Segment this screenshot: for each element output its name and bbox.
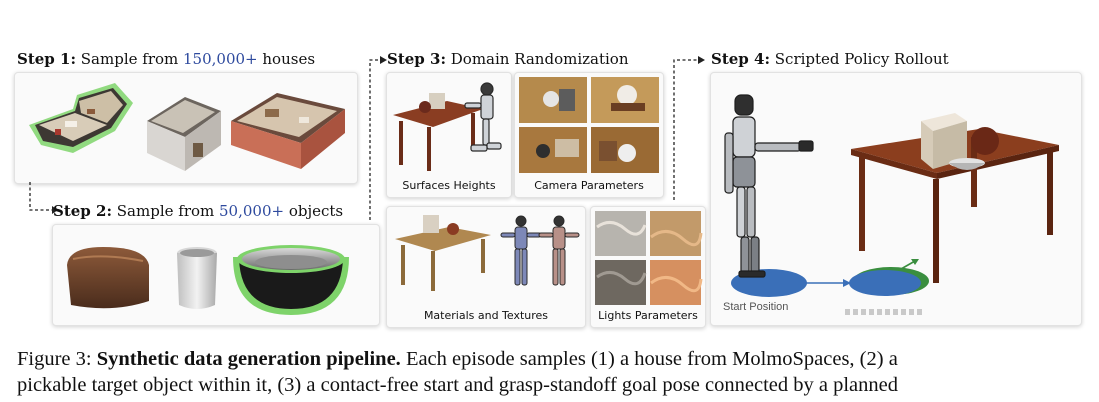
materials-illustration <box>395 215 580 291</box>
humanoid-robot <box>724 94 814 278</box>
step1-highlight: 150,000+ <box>183 50 258 68</box>
camera-grid-illustration <box>519 77 659 173</box>
step1-label: Step 1: <box>17 50 76 68</box>
step4-title: Step 4: Scripted Policy Rollout <box>711 50 949 68</box>
blurred-label <box>845 309 925 315</box>
step3-label: Step 3: <box>387 50 446 68</box>
caption-line1-rest: Each episode samples (1) a house from Mo… <box>400 348 898 370</box>
step2-highlight: 50,000+ <box>219 202 285 220</box>
rollout-panel: Start Position <box>710 72 1082 326</box>
table-scene <box>851 113 1059 283</box>
connector-1-2 <box>29 182 58 214</box>
caption-prefix: Figure 3: <box>17 348 97 370</box>
step2-suffix: objects <box>284 202 344 220</box>
step1-title: Step 1: Sample from 150,000+ houses <box>17 50 315 68</box>
figure-caption: Figure 3: Synthetic data generation pipe… <box>17 346 1099 398</box>
step2-label: Step 2: <box>53 202 112 220</box>
surfaces-caption: Surfaces Heights <box>402 179 496 192</box>
bowl-object-selected <box>233 245 349 315</box>
lights-caption: Lights Parameters <box>598 309 698 322</box>
house-two <box>147 97 221 171</box>
caption-line-1: Figure 3: Synthetic data generation pipe… <box>17 346 1099 372</box>
camera-caption: Camera Parameters <box>534 179 644 192</box>
connector-to-step3 <box>369 56 387 220</box>
step4-label: Step 4: <box>711 50 770 68</box>
step4-text: Scripted Policy Rollout <box>774 50 949 68</box>
caption-bold: Synthetic data generation pipeline. <box>96 348 401 370</box>
surfaces-illustration <box>393 82 502 171</box>
house-selected <box>29 83 133 153</box>
lights-grid-illustration <box>595 211 703 305</box>
surfaces-panel: Surfaces Heights <box>386 72 512 198</box>
goal-disc <box>849 270 921 296</box>
step2-text: Sample from <box>116 202 220 220</box>
lights-panel: Lights Parameters <box>590 206 706 328</box>
step3-title: Step 3: Domain Randomization <box>387 50 629 68</box>
start-position-label: Start Position <box>723 301 789 313</box>
houses-panel <box>14 72 358 184</box>
materials-caption: Materials and Textures <box>423 309 549 322</box>
step3-text: Domain Randomization <box>450 50 629 68</box>
mug-object <box>177 247 217 309</box>
caption-line-2: pickable target object within it, (3) a … <box>17 374 898 396</box>
materials-panel: Materials and Textures <box>386 206 586 328</box>
connector-to-step4 <box>673 56 705 200</box>
objects-panel <box>52 224 380 326</box>
step1-suffix: houses <box>257 50 316 68</box>
bread-object <box>67 247 149 309</box>
houses-illustration <box>29 83 345 171</box>
step1-text: Sample from <box>80 50 184 68</box>
step2-title: Step 2: Sample from 50,000+ objects <box>53 202 343 220</box>
objects-illustration <box>67 245 349 315</box>
camera-panel: Camera Parameters <box>514 72 664 198</box>
house-three <box>231 93 345 169</box>
rollout-illustration <box>724 94 1059 297</box>
